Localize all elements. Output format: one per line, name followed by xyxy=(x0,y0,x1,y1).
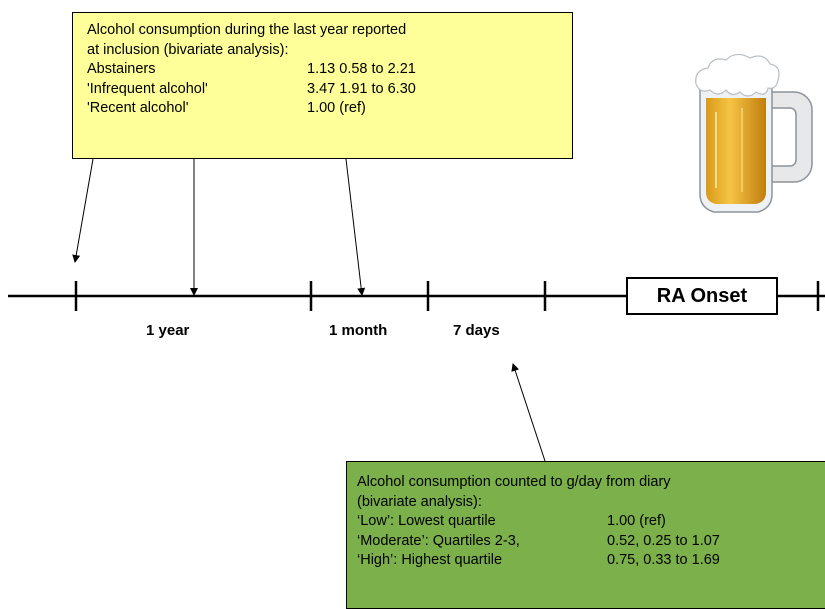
row-value: 3.47 1.91 to 6.30 xyxy=(307,80,416,97)
row-label: ‘High’: Highest quartile xyxy=(357,552,503,568)
timeline-ticks xyxy=(74,281,820,311)
box-heading: Alcohol consumption during the last year… xyxy=(87,22,407,38)
row-label: Abstainers xyxy=(87,61,156,77)
row-value: 0.75, 0.33 to 1.69 xyxy=(607,552,720,568)
box-heading: Alcohol consumption counted to g/day fro… xyxy=(357,474,671,490)
result-row: Abstainers 1.13 0.58 to 2.21 xyxy=(87,60,558,80)
annual-consumption-box: Alcohol consumption during the last year… xyxy=(72,12,573,159)
arrow-to-month xyxy=(345,158,366,296)
box-heading: at inclusion (bivariate analysis): xyxy=(87,41,289,58)
result-row: 'Recent alcohol' 1.00 (ref) xyxy=(87,99,558,119)
result-row: ‘Low’: Lowest quartile 1.00 (ref) xyxy=(357,512,822,532)
row-label: 'Recent alcohol' xyxy=(87,100,189,116)
diary-consumption-box: Alcohol consumption counted to g/day fro… xyxy=(346,461,825,609)
row-label: ‘Low’: Lowest quartile xyxy=(357,513,496,529)
result-row: ‘High’: Highest quartile 0.75, 0.33 to 1… xyxy=(357,551,822,571)
row-value: 1.00 (ref) xyxy=(307,100,366,116)
arrow-to-start xyxy=(72,158,94,263)
timeline-label-days: 7 days xyxy=(453,322,500,339)
result-row: ‘Moderate’: Quartiles 2-3, 0.52, 0.25 to… xyxy=(357,532,822,552)
row-value: 1.13 0.58 to 2.21 xyxy=(307,61,416,77)
arrow-to-week xyxy=(511,363,546,462)
row-label: ‘Moderate’: Quartiles 2-3, xyxy=(357,532,520,549)
ra-onset-label: RA Onset xyxy=(656,284,748,307)
timeline-label-year: 1 year xyxy=(146,322,190,339)
row-value: 0.52, 0.25 to 1.07 xyxy=(607,532,720,549)
row-value: 1.00 (ref) xyxy=(607,513,666,529)
box-heading: (bivariate analysis): xyxy=(357,493,482,510)
timeline-label-month: 1 month xyxy=(329,322,388,339)
beer-mug-icon xyxy=(695,53,813,213)
ra-onset-box: RA Onset xyxy=(626,277,778,315)
row-label: 'Infrequent alcohol' xyxy=(87,80,208,97)
result-row: 'Infrequent alcohol' 3.47 1.91 to 6.30 xyxy=(87,80,558,100)
